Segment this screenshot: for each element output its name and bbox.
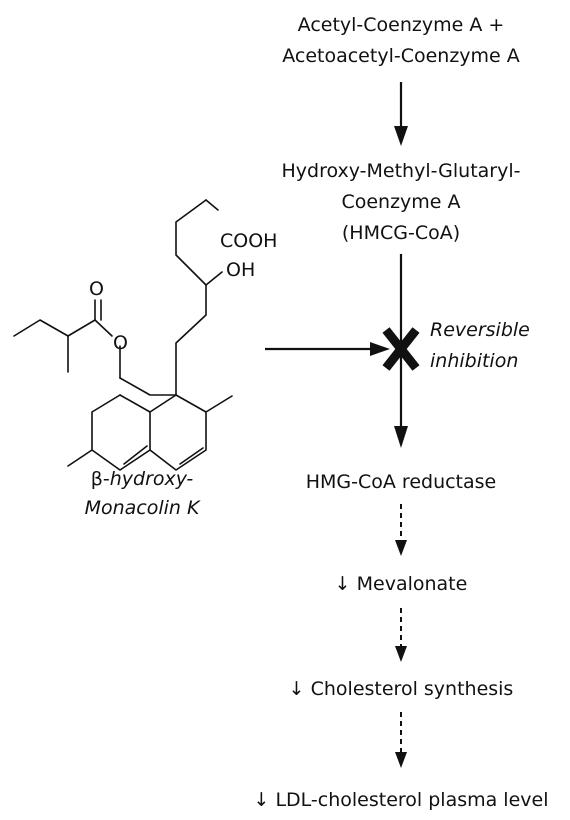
step1-line1: Acetyl-Coenzyme A + bbox=[298, 14, 505, 36]
atom-o-carbonyl: O bbox=[89, 278, 104, 300]
compound-name-beta: β- bbox=[91, 468, 110, 490]
effect-cholesterol-synthesis: ↓ Cholesterol synthesis bbox=[289, 678, 514, 700]
atom-oh: OH bbox=[226, 259, 255, 281]
dashed-arrow-mevalonate-to-synthesis bbox=[395, 608, 407, 662]
inhibition-label-line1: Reversible bbox=[430, 319, 530, 341]
enzyme-label: HMG-CoA reductase bbox=[306, 471, 497, 493]
inhibition-label-line2: inhibition bbox=[430, 350, 518, 372]
dashed-arrow-synthesis-to-ldl bbox=[395, 712, 407, 768]
step2-line1: Hydroxy-Methyl-Glutaryl- bbox=[281, 160, 520, 182]
atom-o-ester: O bbox=[113, 332, 128, 354]
arrow-step1-to-step2 bbox=[394, 82, 408, 146]
dashed-arrow-enzyme-to-mevalonate bbox=[395, 504, 407, 556]
inhibitor-arrow bbox=[265, 342, 390, 356]
compound-name-line2: Monacolin K bbox=[85, 497, 201, 519]
compound-name-hydroxy: hydroxy- bbox=[110, 468, 194, 490]
atom-cooh: COOH bbox=[220, 230, 277, 252]
step2-line3: (HMCG-CoA) bbox=[342, 222, 460, 244]
arrow-step2-to-enzyme bbox=[394, 254, 408, 448]
step2-line2: Coenzyme A bbox=[341, 191, 460, 213]
step1-line2: Acetoacetyl-Coenzyme A bbox=[282, 45, 520, 67]
x-cross-icon bbox=[382, 327, 420, 371]
effect-ldl-plasma-level: ↓ LDL-cholesterol plasma level bbox=[254, 789, 549, 811]
compound-name-line1: β-hydroxy- bbox=[91, 468, 194, 490]
effect-mevalonate: ↓ Mevalonate bbox=[335, 573, 468, 595]
beta-hydroxy-monacolin-k-structure: COOH OH O O bbox=[13, 199, 277, 471]
